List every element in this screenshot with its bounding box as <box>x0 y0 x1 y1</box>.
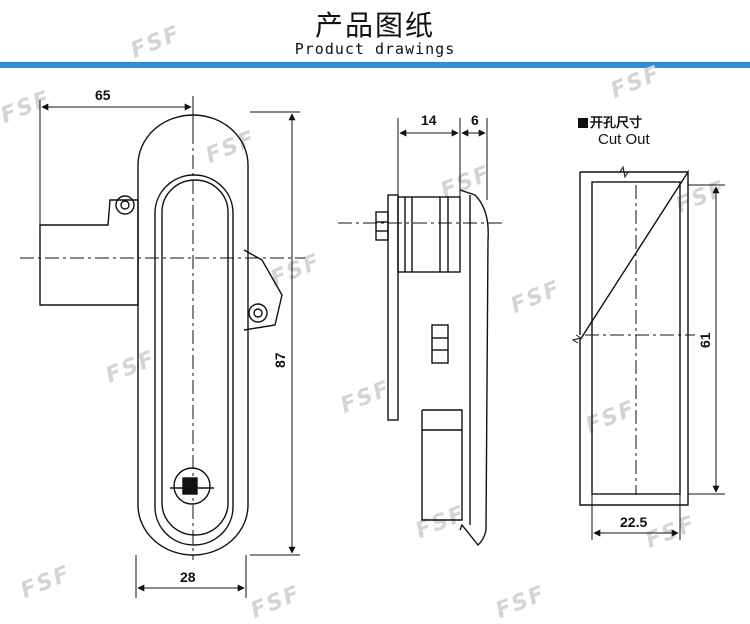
cutout-label-cn: 开孔尺寸 <box>578 112 642 131</box>
page-subtitle: Product drawings <box>294 40 456 58</box>
dim-label-22-5: 22.5 <box>620 514 647 530</box>
cutout-view <box>571 165 725 540</box>
cutout-label-en: Cut Out <box>598 131 650 148</box>
dim-label-87: 87 <box>272 352 288 368</box>
dim-label-61: 61 <box>697 332 713 348</box>
page-header: 产品图纸 Product drawings <box>0 0 750 68</box>
front-view <box>39 96 300 598</box>
front-center-lines <box>20 130 305 560</box>
cutout-label-text: 开孔尺寸 <box>590 116 643 131</box>
cutout-center-lines <box>585 185 695 495</box>
page-title: 产品图纸 <box>314 9 435 42</box>
side-view <box>375 118 489 546</box>
header-accent-bar <box>0 62 750 68</box>
dim-label-6: 6 <box>471 112 479 128</box>
dim-label-14: 14 <box>421 112 437 128</box>
dim-label-28: 28 <box>180 569 196 585</box>
dim-label-65: 65 <box>95 87 111 103</box>
square-bullet-icon <box>578 118 588 128</box>
